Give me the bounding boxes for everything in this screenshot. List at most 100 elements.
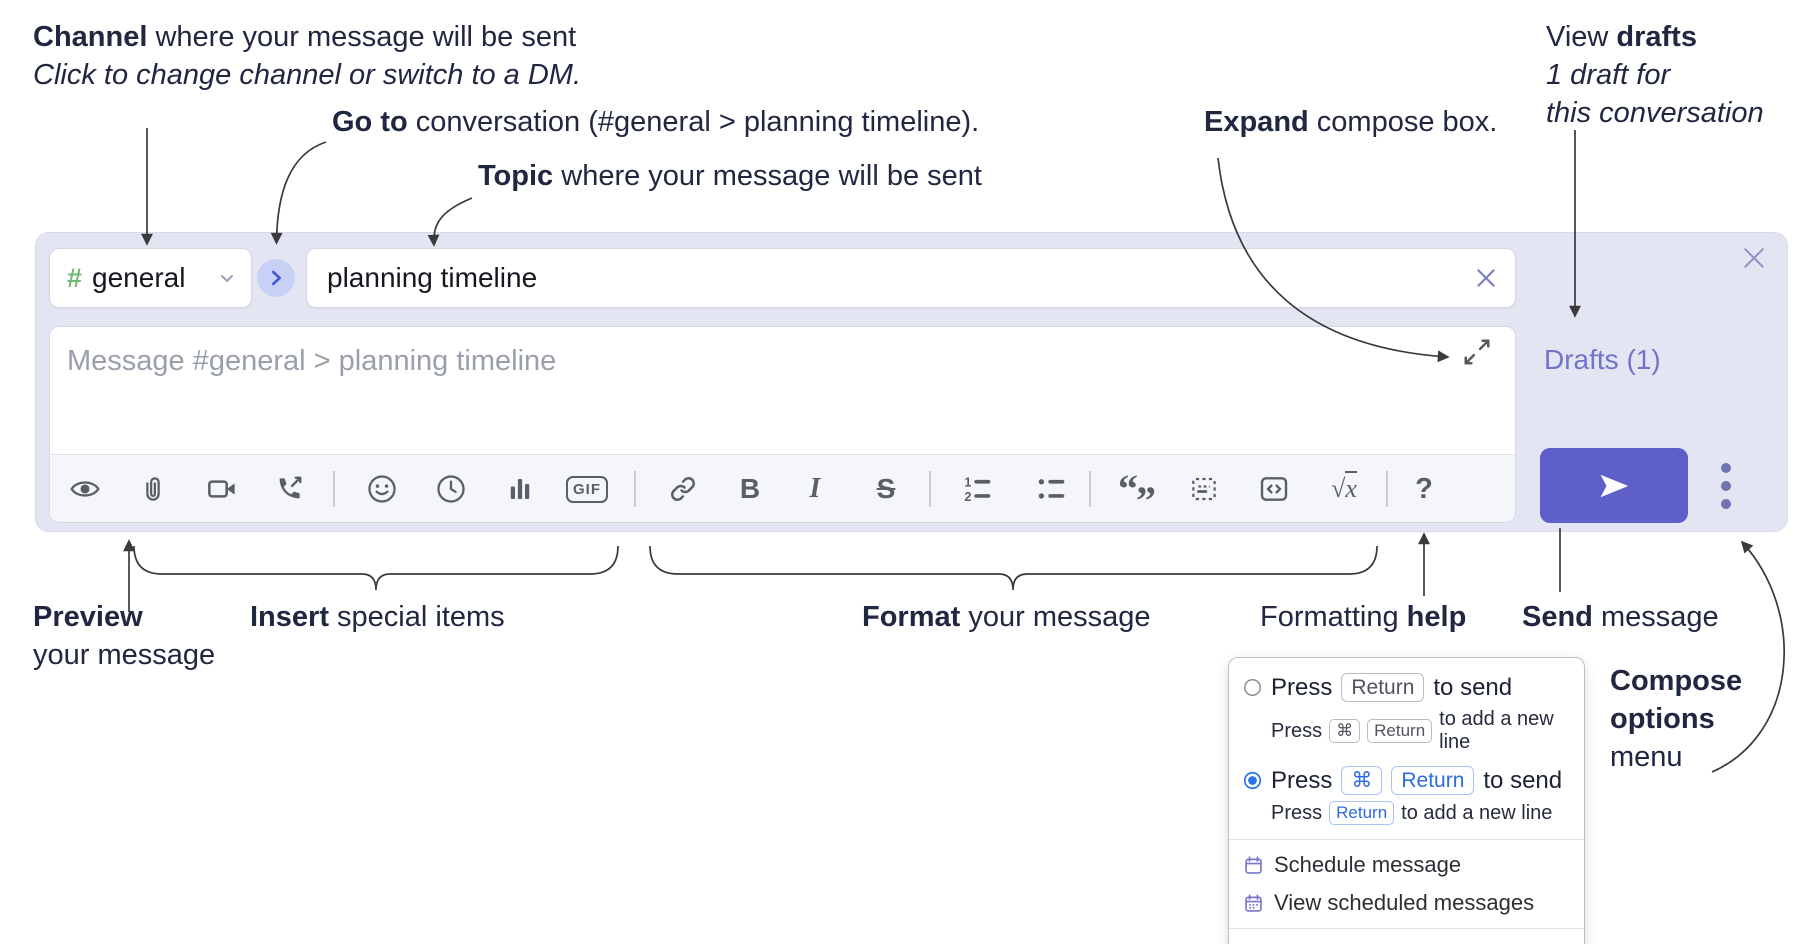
send-option-cmd-return[interactable]: Press ⌘ Return to send	[1229, 762, 1584, 799]
code-button[interactable]	[1252, 467, 1296, 511]
cmd-key: ⌘	[1341, 766, 1383, 795]
formatting-help-label: Formatting help	[1260, 598, 1466, 636]
insert-label-bold: Insert	[250, 601, 329, 633]
compose-options-line3: menu	[1610, 741, 1683, 773]
compose-options-line2: options	[1610, 703, 1715, 735]
calendar-icon	[1245, 855, 1262, 874]
view-scheduled-messages-label: View scheduled messages	[1274, 890, 1535, 915]
return-key: Return	[1329, 801, 1395, 825]
radio-selected-icon[interactable]	[1243, 771, 1262, 790]
compose-options-button[interactable]	[1716, 463, 1736, 509]
option1-sub-suffix: to add a new line	[1439, 708, 1554, 753]
toolbar-divider	[634, 471, 636, 507]
voice-call-button[interactable]	[267, 467, 311, 511]
expand-annotation-bold: Expand	[1204, 106, 1309, 138]
channel-annotation: Channel where your message will be sent …	[33, 18, 581, 94]
topic-annotation-rest: where your message will be sent	[553, 160, 982, 192]
spoiler-button[interactable]	[1182, 467, 1226, 511]
message-input[interactable]: Message #general > planning timeline	[67, 345, 557, 377]
preview-label: Preview your message	[33, 598, 215, 674]
goto-annotation-rest: conversation (#general > planning timeli…	[407, 106, 980, 138]
option1-suffix: to send	[1433, 673, 1513, 701]
view-drafts-line1: View drafts	[1546, 18, 1764, 56]
popup-divider	[1229, 839, 1584, 840]
view-drafts-regular: View	[1546, 21, 1617, 53]
channel-annotation-rest: where your message will be sent	[147, 21, 577, 53]
poll-button[interactable]	[498, 467, 542, 511]
goto-annotation: Go to conversation (#general > planning …	[332, 103, 979, 141]
smiley-icon	[368, 475, 396, 503]
bold-icon: B	[739, 473, 761, 504]
toolbar-divider	[929, 471, 931, 507]
channel-selector[interactable]: # general	[49, 248, 252, 308]
format-brace	[649, 545, 1378, 591]
numbered-list-button[interactable]: 1 2	[955, 467, 999, 511]
schedule-message-item[interactable]: Schedule message	[1229, 846, 1584, 884]
return-key: Return	[1391, 766, 1475, 795]
link-button[interactable]	[661, 467, 705, 511]
math-button[interactable]: √x	[1322, 467, 1366, 511]
time-button[interactable]	[429, 467, 473, 511]
gif-icon: GIF	[566, 475, 608, 503]
strikethrough-button[interactable]: S	[864, 467, 908, 511]
option1-press: Press	[1271, 673, 1333, 701]
expand-annotation: Expand compose box.	[1204, 103, 1497, 141]
compose-options-popup: Press Return to send Press ⌘ Return to a…	[1228, 657, 1585, 944]
code-icon	[1260, 477, 1288, 501]
expand-compose-icon[interactable]	[1462, 337, 1492, 367]
topic-input[interactable]: planning timeline	[306, 248, 1516, 308]
emoji-button[interactable]	[360, 467, 404, 511]
bulleted-list-icon	[1038, 479, 1065, 499]
video-call-button[interactable]	[200, 467, 244, 511]
view-drafts-annotation: View drafts 1 draft for this conversatio…	[1546, 18, 1764, 132]
expand-annotation-rest: compose box.	[1308, 106, 1498, 138]
gif-button[interactable]: GIF	[565, 467, 609, 511]
close-compose-icon[interactable]	[1740, 244, 1768, 272]
italic-button[interactable]: I	[793, 467, 837, 511]
format-label-bold: Format	[862, 601, 961, 633]
attach-file-button[interactable]	[131, 467, 175, 511]
bold-button[interactable]: B	[728, 467, 772, 511]
math-icon: √x	[1331, 471, 1357, 504]
send-icon	[1600, 474, 1629, 497]
topic-annotation: Topic where your message will be sent	[478, 157, 982, 195]
formatting-help-button[interactable]: ?	[1402, 467, 1446, 511]
save-draft-item[interactable]: Save draft and start a new message	[1229, 935, 1584, 944]
view-drafts-line2: 1 draft for	[1546, 59, 1671, 91]
clear-topic-icon[interactable]	[1473, 265, 1499, 291]
compose-toolbar	[50, 454, 1515, 522]
send-message-label: Send message	[1522, 598, 1719, 636]
bulleted-list-button[interactable]	[1029, 467, 1073, 511]
option2-press: Press	[1271, 766, 1333, 794]
compose-options-label: Compose options menu	[1610, 662, 1742, 776]
paperclip-icon	[146, 477, 160, 501]
dot	[1721, 481, 1731, 491]
send-option-return[interactable]: Press Return to send	[1229, 669, 1584, 706]
popup-divider	[1229, 928, 1584, 929]
preview-button[interactable]	[63, 467, 107, 511]
schedule-message-label: Schedule message	[1274, 852, 1462, 877]
cmd-key: ⌘	[1329, 719, 1361, 743]
sqrt-glyph: √	[1331, 474, 1346, 503]
topic-value: planning timeline	[327, 262, 538, 293]
chevron-down-icon	[221, 275, 233, 282]
dot	[1721, 463, 1731, 473]
goto-arrow	[270, 141, 327, 245]
format-label: Format your message	[862, 598, 1151, 636]
send-button[interactable]	[1540, 448, 1688, 523]
quote-button[interactable]: “”	[1114, 467, 1158, 521]
option2-sub-suffix: to add a new line	[1401, 801, 1553, 824]
dot	[1721, 499, 1731, 509]
option2-suffix: to send	[1483, 766, 1563, 794]
drafts-link[interactable]: Drafts (1)	[1544, 344, 1661, 375]
view-drafts-line3: this conversation	[1546, 97, 1764, 129]
insert-label: Insert special items	[250, 598, 505, 636]
radio-unselected-icon[interactable]	[1243, 678, 1262, 697]
channel-name: general	[92, 262, 186, 293]
view-scheduled-messages-item[interactable]: View scheduled messages	[1229, 884, 1584, 922]
go-to-conversation-button[interactable]	[257, 259, 295, 297]
link-icon	[671, 477, 695, 501]
preview-label-line2: your message	[33, 639, 216, 671]
phone-call-icon	[279, 476, 302, 499]
return-key: Return	[1367, 719, 1433, 743]
